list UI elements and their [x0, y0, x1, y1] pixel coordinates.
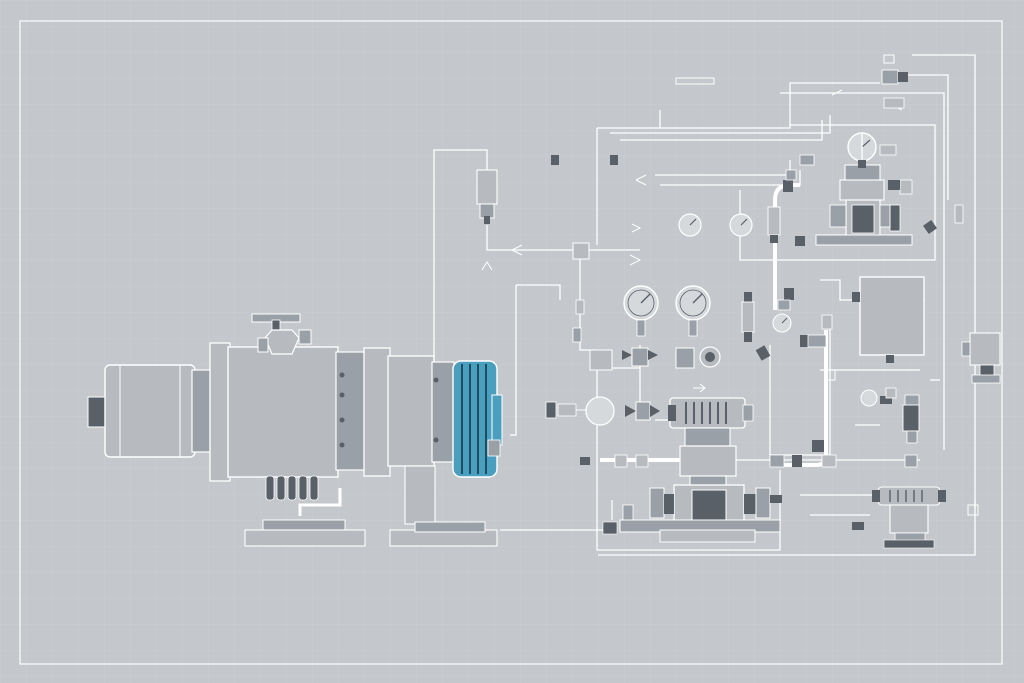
filter-icon	[852, 486, 946, 549]
coupling-icon	[452, 360, 503, 478]
compressor-icon	[209, 313, 498, 547]
label-boxes	[675, 54, 979, 516]
tank-icon	[852, 276, 925, 363]
tank-icon	[961, 332, 1001, 384]
valve-icon	[487, 69, 964, 468]
pump-icon	[602, 397, 782, 543]
pump-icon	[815, 133, 913, 246]
pressure-gauge-icon	[585, 132, 878, 426]
filter-icon	[476, 169, 498, 224]
electric-motor-icon	[87, 364, 211, 458]
junction-box	[572, 242, 590, 260]
drawing-frame	[19, 20, 1003, 665]
